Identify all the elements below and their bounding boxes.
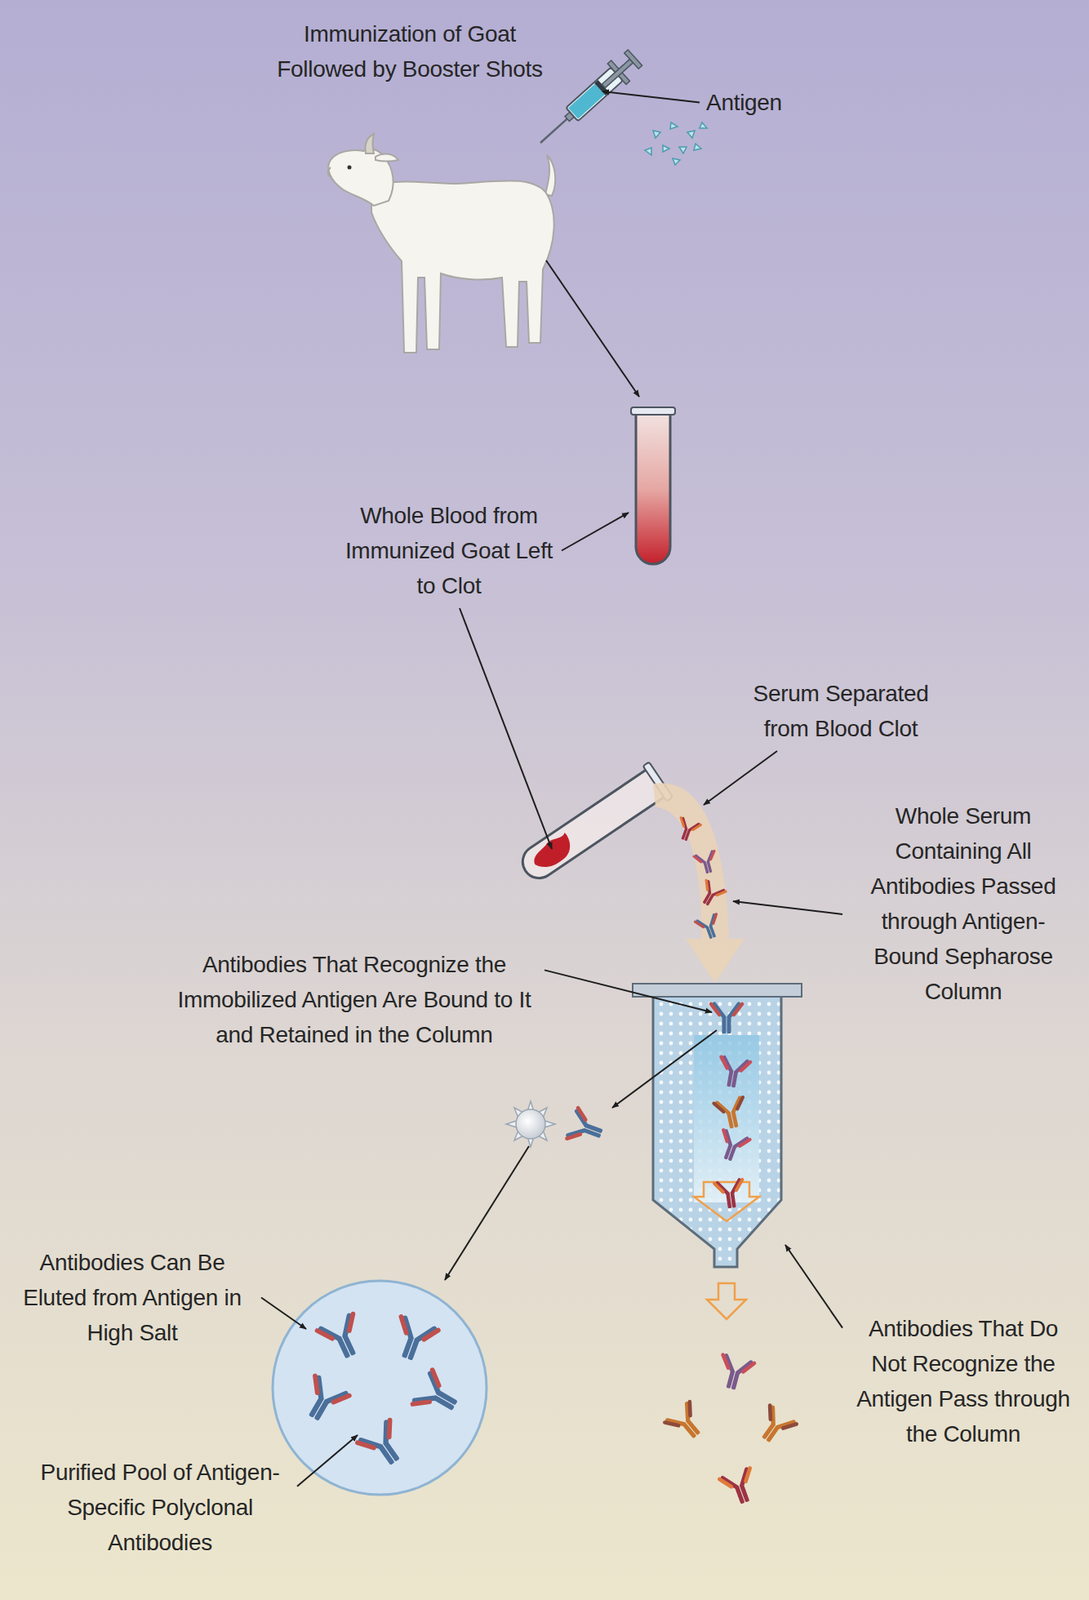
unbound-antibodies — [664, 1355, 796, 1507]
goat — [347, 165, 352, 170]
clot-tube — [528, 831, 578, 874]
affinity-column — [713, 1097, 748, 1130]
blood-tube — [635, 413, 671, 565]
callout-label: Antibodies That Do Not Recognize the Ant… — [848, 1311, 1078, 1452]
callout-label: Whole Serum Containing All Antibodies Pa… — [848, 798, 1078, 1009]
purified-pool — [317, 1314, 369, 1364]
affinity-column — [714, 1179, 747, 1209]
affinity-column — [693, 1035, 760, 1203]
leader-line — [703, 751, 778, 805]
callout-label: Immunization of Goat Followed by Booster… — [275, 16, 545, 87]
antigen-particles — [672, 158, 681, 165]
antigen-particles — [662, 145, 670, 152]
purified-pool — [272, 1280, 487, 1495]
leader-line — [297, 1435, 358, 1487]
goat — [545, 155, 556, 196]
leader-line — [785, 1244, 843, 1329]
serum-stream — [674, 817, 701, 844]
purified-pool — [389, 1316, 439, 1364]
leader-line — [561, 512, 629, 552]
purified-pool — [357, 1420, 410, 1472]
bead — [515, 1109, 546, 1139]
antigen-particles — [693, 143, 702, 151]
goat — [328, 167, 332, 178]
affinity-column — [693, 1182, 760, 1222]
clot-tube — [516, 768, 666, 885]
leader-line — [602, 91, 700, 103]
callout-label: Antigen — [706, 84, 783, 121]
clot-tube — [516, 768, 666, 885]
syringe — [624, 49, 643, 69]
leader-lines — [261, 91, 843, 1487]
unbound-antibodies — [715, 1355, 755, 1392]
affinity-column — [653, 995, 782, 1267]
flow-arrow — [444, 1146, 529, 1281]
flow-arrow — [546, 260, 640, 397]
clot-tube — [513, 761, 673, 889]
leader-line — [544, 969, 712, 1013]
affinity-column — [715, 1129, 751, 1164]
syringe — [601, 58, 633, 88]
antigen-particles — [699, 122, 707, 129]
affinity-column — [706, 1283, 747, 1320]
affinity-column — [716, 1057, 751, 1089]
serum-stream — [696, 880, 726, 909]
blood-tube — [631, 407, 676, 415]
goat — [371, 180, 555, 353]
affinity-column — [632, 983, 802, 1320]
antigen-particles — [679, 146, 687, 154]
unbound-antibodies — [753, 1405, 797, 1449]
syringe — [540, 116, 570, 143]
goat — [375, 154, 399, 162]
callout-label: Serum Separated from Blood Clot — [734, 675, 947, 747]
unbound-antibodies — [664, 1401, 708, 1445]
antigen-particles — [653, 130, 661, 138]
bead — [506, 1101, 605, 1149]
callout-label: Purified Pool of Antigen-Specific Polycl… — [29, 1454, 291, 1561]
blood-tube — [635, 413, 671, 565]
serum-stream — [653, 782, 745, 983]
syringe — [568, 84, 605, 120]
purified-pool — [297, 1375, 350, 1427]
leader-line — [459, 608, 552, 849]
goat — [328, 133, 556, 353]
antigen-particles — [644, 147, 652, 156]
antigen-particles — [644, 122, 707, 165]
serum-stream — [693, 850, 720, 875]
leader-line — [733, 901, 843, 915]
affinity-column — [711, 1004, 743, 1032]
serum-stream — [653, 782, 745, 983]
antigen-particles — [687, 130, 695, 138]
flow-arrow — [612, 1030, 717, 1108]
serum-stream — [695, 914, 724, 942]
callout-label: Antibodies That Recognize the Immobilize… — [170, 946, 538, 1053]
blood-tube — [631, 407, 676, 565]
callout-label: Antibodies Can Be Eluted from Antigen in… — [9, 1244, 255, 1351]
callout-label: Whole Blood from Immunized Goat Left to … — [342, 497, 556, 604]
antigen-particles — [670, 122, 678, 129]
bead — [566, 1107, 605, 1148]
purified-pool — [412, 1369, 463, 1423]
purified-pool — [272, 1280, 487, 1495]
goat — [364, 133, 374, 154]
unbound-antibodies — [719, 1467, 760, 1507]
bead — [506, 1101, 556, 1147]
syringe — [531, 47, 645, 154]
affinity-column — [632, 983, 802, 997]
leader-line — [261, 1297, 307, 1330]
